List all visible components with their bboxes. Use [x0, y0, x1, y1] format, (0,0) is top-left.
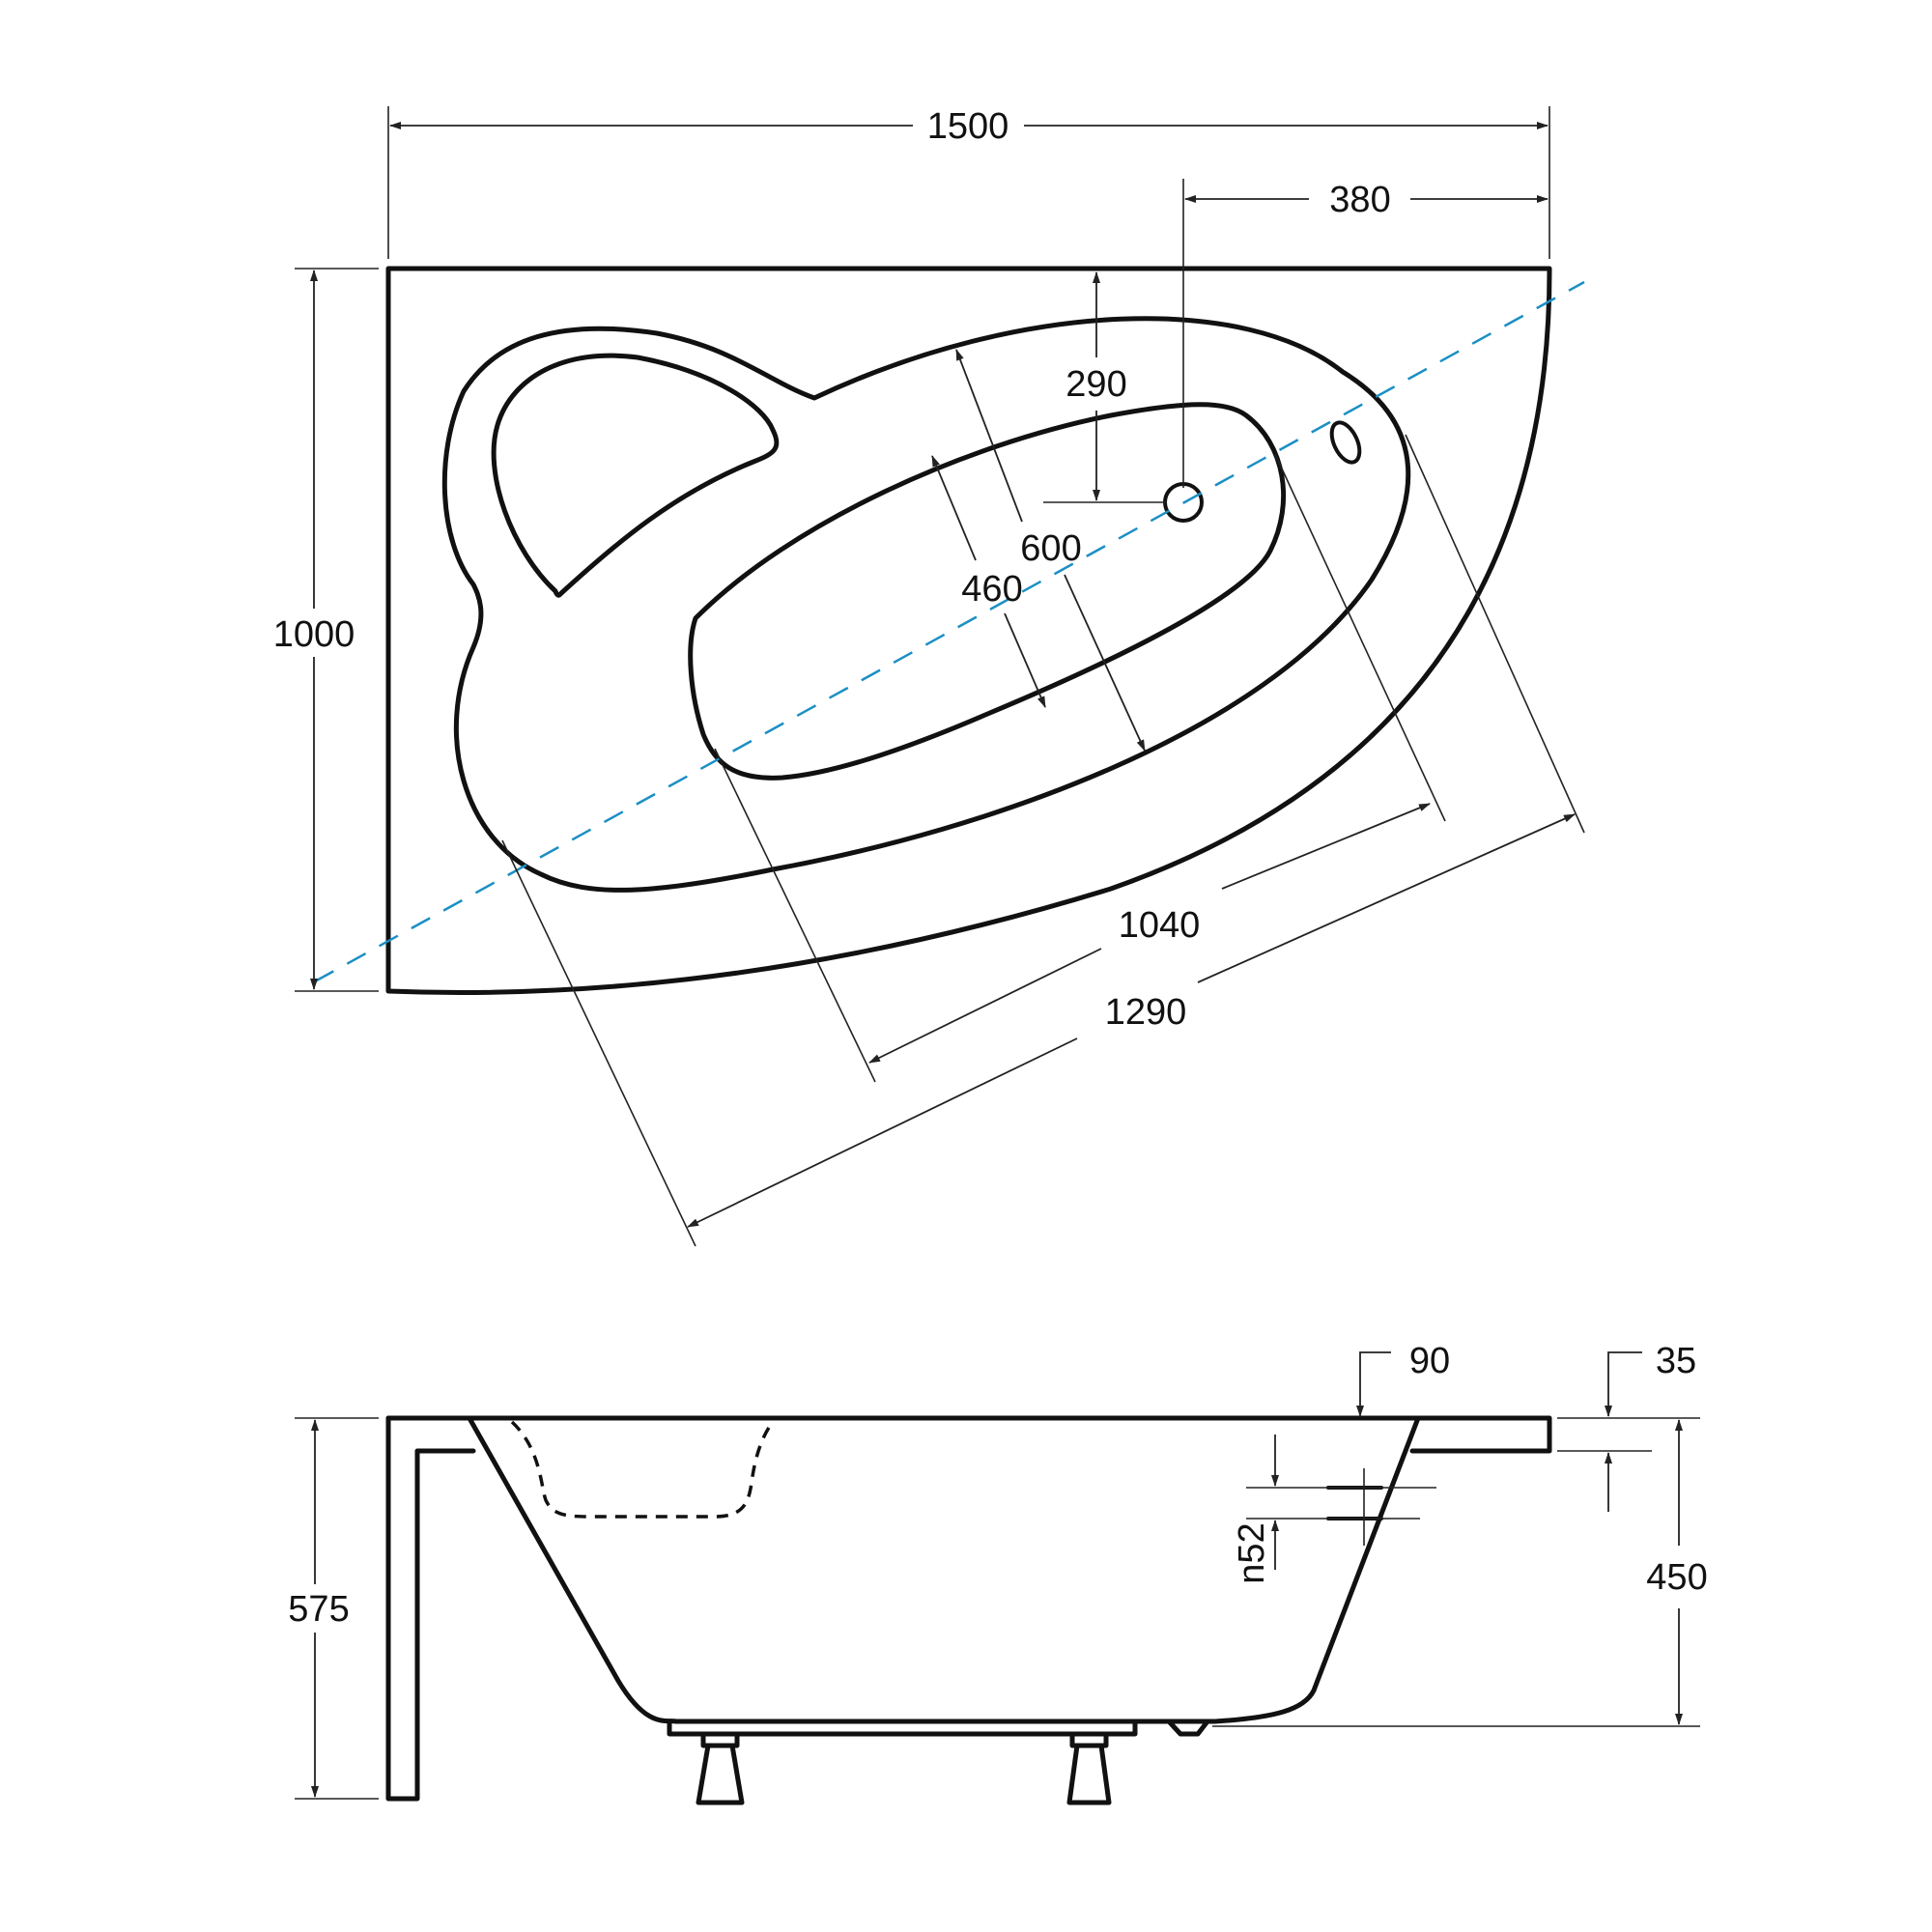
- dim-basin-depth: 450: [1212, 1417, 1708, 1727]
- seat-profile-dashed: [510, 1420, 775, 1519]
- dim-label-n52: n52: [1232, 1522, 1272, 1583]
- dim-label-1500: 1500: [927, 106, 1009, 147]
- dim-label-460: 460: [961, 569, 1022, 610]
- dim-overall-width: 1000: [273, 268, 379, 992]
- dim-drain-offset: 380: [1182, 179, 1548, 488]
- tub-body: [468, 1415, 1421, 1724]
- tub-rim: [385, 1415, 1552, 1454]
- dim-label-450: 450: [1646, 1557, 1707, 1598]
- tub-outer-outline: [385, 266, 1552, 995]
- top-view: 1500 380 1000 290 600: [273, 106, 1585, 1247]
- tub-apron: [385, 1415, 476, 1802]
- dim-label-1290: 1290: [1105, 992, 1187, 1033]
- dim-inner-basin-width: 460: [931, 455, 1046, 708]
- inner-basin-outline: [688, 402, 1287, 781]
- dim-total-height: 575: [288, 1417, 379, 1800]
- dim-outer-basin-width: 600: [955, 349, 1146, 752]
- dim-label-600: 600: [1020, 528, 1081, 569]
- dim-label-380: 380: [1329, 180, 1390, 220]
- dim-label-575: 575: [288, 1589, 349, 1630]
- symmetry-axis: [314, 280, 1585, 983]
- right-leg: [1066, 1731, 1112, 1805]
- dim-label-1040: 1040: [1119, 905, 1201, 946]
- dim-overall-length: 1500: [387, 106, 1550, 259]
- dim-rim-thickness: 35: [1557, 1341, 1696, 1512]
- dim-inner-basin-length: 1040: [714, 453, 1446, 1083]
- dim-drain-depth: 290: [1043, 271, 1167, 503]
- dim-outer-basin-length: 1290: [501, 434, 1585, 1247]
- base-frame: [667, 1719, 1210, 1737]
- overflow-icon: [1329, 420, 1362, 465]
- dim-label-290: 290: [1065, 364, 1126, 405]
- side-view: 90 35 n52 450 575: [288, 1341, 1708, 1805]
- dim-rim-width: 90: [1356, 1341, 1450, 1417]
- left-leg: [696, 1731, 745, 1805]
- dim-label-35: 35: [1656, 1341, 1696, 1381]
- dim-label-90: 90: [1409, 1341, 1450, 1381]
- dim-label-1000: 1000: [273, 614, 355, 655]
- outer-basin-outline: [441, 316, 1411, 893]
- headrest-outline: [491, 353, 780, 598]
- dim-overflow: n52: [1232, 1435, 1279, 1584]
- overflow-marks: [1246, 1468, 1436, 1546]
